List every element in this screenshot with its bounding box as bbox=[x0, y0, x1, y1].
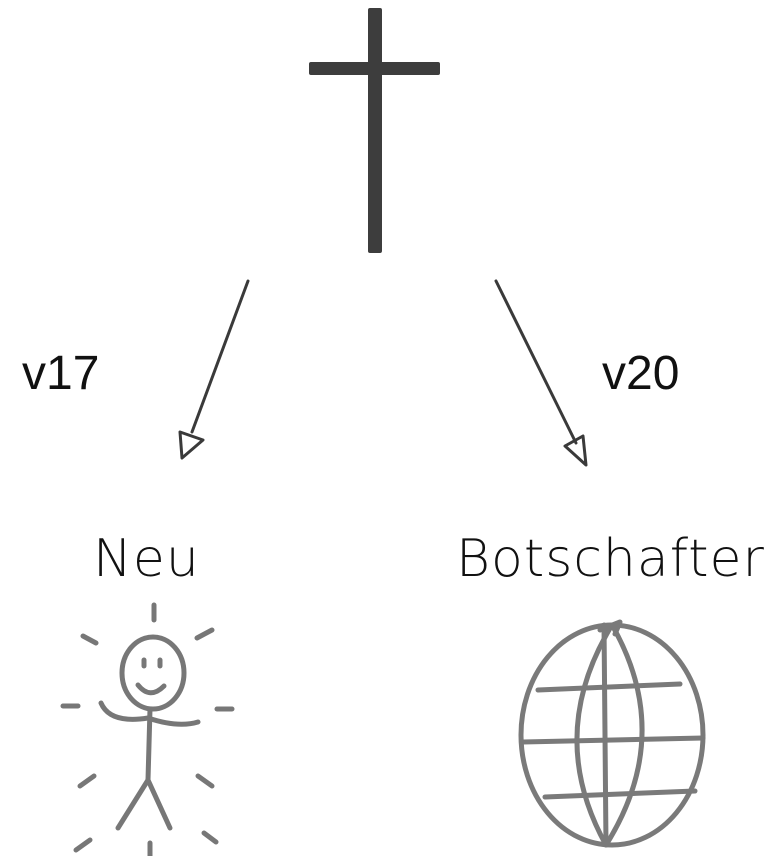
verse-label-right: v20 bbox=[602, 347, 680, 400]
globe-icon bbox=[518, 619, 706, 848]
stick-figure-icon bbox=[60, 602, 235, 856]
arrow-left bbox=[178, 279, 250, 460]
verse-label-left: v17 bbox=[22, 347, 100, 400]
arrow-right bbox=[494, 279, 588, 467]
caption-new: Neu bbox=[93, 529, 200, 589]
cross-icon bbox=[309, 8, 440, 253]
caption-ambassador: Botschafter bbox=[456, 529, 765, 589]
